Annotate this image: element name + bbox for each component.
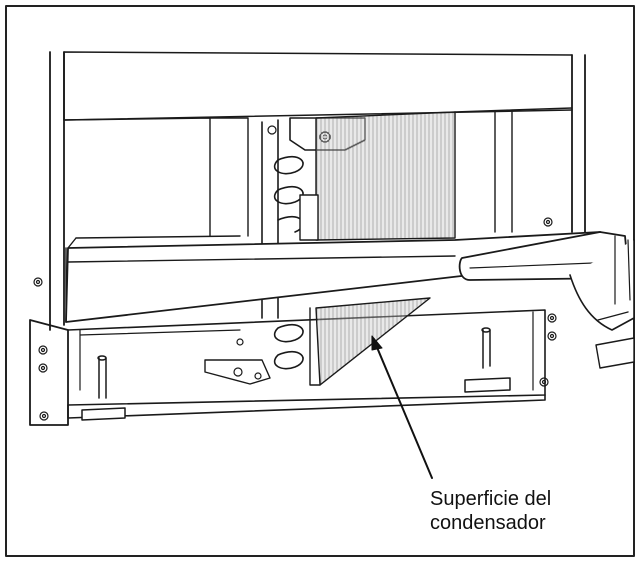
coil-screw — [267, 125, 277, 135]
callout-line-1: Superficie del — [430, 488, 552, 510]
lower-bracket — [204, 359, 271, 385]
cabinet-right-wall — [571, 54, 586, 233]
lower-frame — [67, 309, 546, 406]
condenser-callout-label: Superficie del condensador — [430, 487, 620, 535]
leveling-post-right — [464, 327, 511, 393]
side-screws — [33, 217, 557, 421]
callout-arrowhead — [371, 335, 383, 351]
leveling-post-left — [81, 355, 126, 421]
back-panel-right — [454, 107, 573, 233]
callout-leader — [375, 344, 433, 479]
top-panel — [63, 51, 573, 121]
condenser-fins-upper — [315, 111, 456, 241]
callout-line-2: condensador — [430, 512, 546, 534]
back-panel-left — [63, 117, 249, 237]
cabinet-left-frame — [29, 319, 69, 426]
cabinet-left-wall — [49, 51, 65, 331]
hand-grip — [569, 239, 635, 331]
fin-clip — [299, 194, 319, 241]
